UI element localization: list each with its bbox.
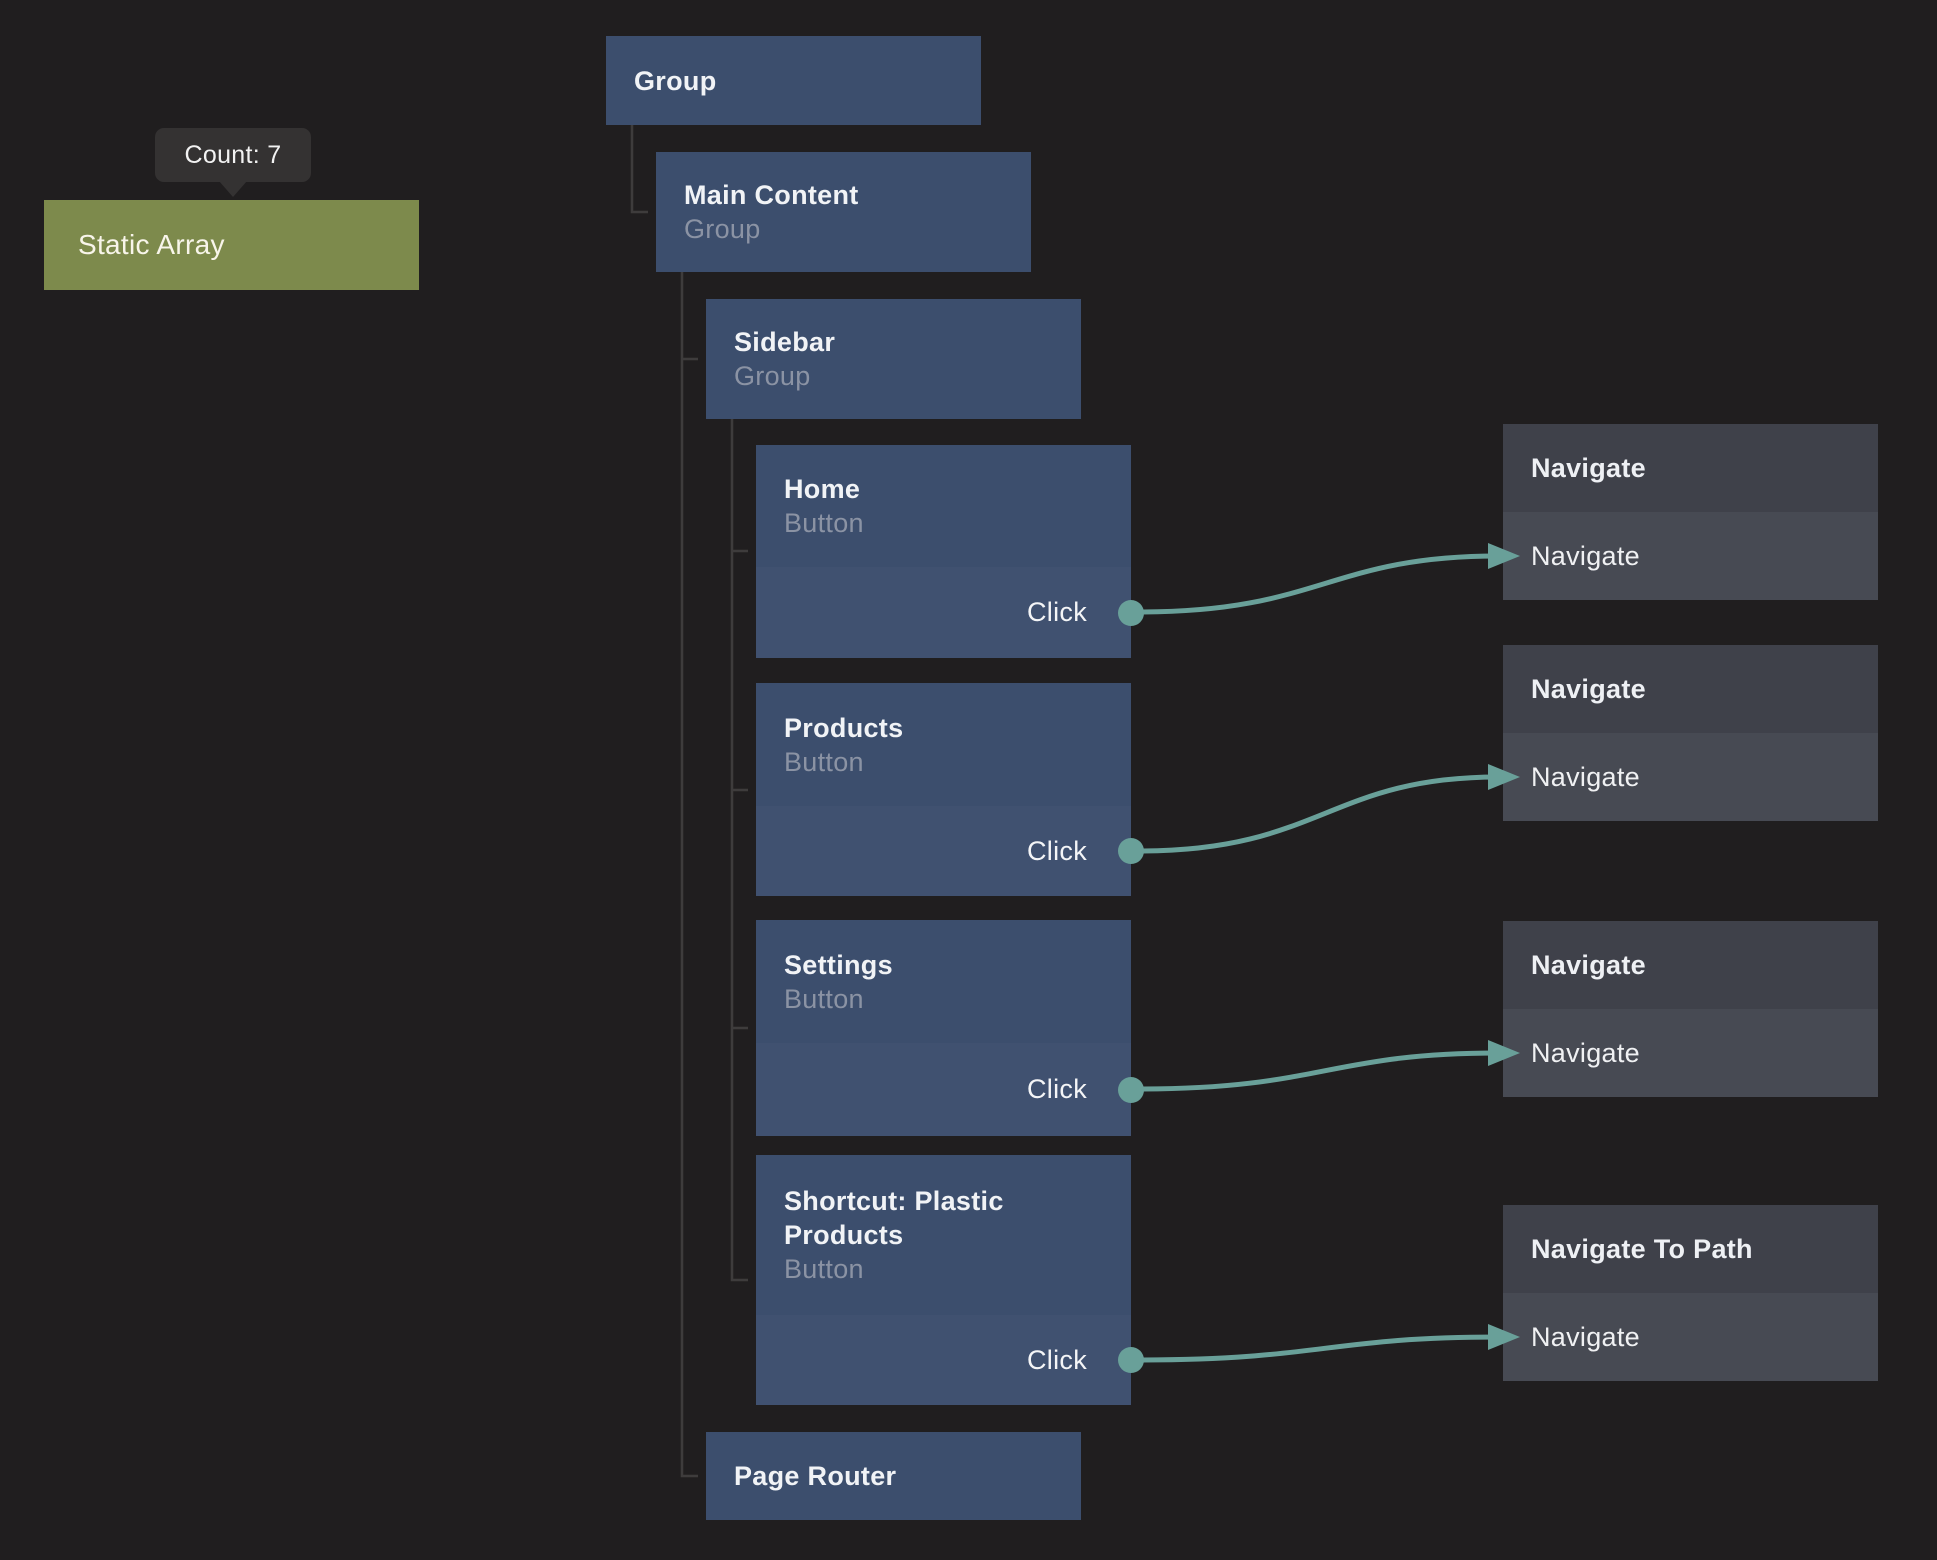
products-type: Button <box>784 746 864 777</box>
home-click-row: Click <box>756 567 1144 658</box>
edge-home-arrowhead <box>1488 543 1520 569</box>
shortcut-click-row: Click <box>756 1315 1144 1405</box>
node-settings-button[interactable]: Settings Button Click <box>756 920 1144 1136</box>
navigate-products-title: Navigate <box>1531 673 1646 704</box>
products-click-port[interactable] <box>1118 838 1144 864</box>
main-content-header: Main Content Group <box>656 152 1031 272</box>
navigate-settings-header: Navigate <box>1503 921 1878 1009</box>
node-main-content[interactable]: Main Content Group <box>656 152 1031 272</box>
settings-click-label: Click <box>1027 1074 1087 1104</box>
home-title: Home <box>784 474 861 504</box>
node-home-button[interactable]: Home Button Click <box>756 445 1144 658</box>
settings-click-row: Click <box>756 1043 1144 1136</box>
navigate-home-title: Navigate <box>1531 452 1646 483</box>
main-content-type: Group <box>684 214 761 244</box>
sidebar-title: Sidebar <box>734 327 836 357</box>
static-array-title: Static Array <box>78 229 225 260</box>
edge-products-arrowhead <box>1488 764 1520 790</box>
navigate-home-header: Navigate <box>1503 424 1878 512</box>
navigate-to-path-title: Navigate To Path <box>1531 1233 1753 1264</box>
sidebar-type: Group <box>734 361 811 391</box>
edge-settings-click-to-navigate[interactable] <box>1139 1050 1499 1092</box>
settings-title: Settings <box>784 949 893 980</box>
navigate-products-input-label: Navigate <box>1531 761 1640 792</box>
home-click-port[interactable] <box>1118 599 1144 626</box>
navigate-settings-title: Navigate <box>1531 949 1646 980</box>
shortcut-click-port[interactable] <box>1118 1347 1144 1373</box>
products-title: Products <box>784 712 904 743</box>
node-navigate-home[interactable]: Navigate Navigate <box>1503 424 1878 600</box>
shortcut-click-label: Click <box>1027 1344 1087 1375</box>
page-router-header: Page Router <box>706 1432 1081 1520</box>
tree-connector-sidebar-shortcut <box>730 419 748 1282</box>
home-header: Home Button <box>756 445 1131 567</box>
navigate-home-input-label: Navigate <box>1531 540 1640 571</box>
count-tooltip-text: Count: 7 <box>184 140 282 169</box>
navigate-products-input-row[interactable]: Navigate <box>1503 733 1878 821</box>
settings-type: Button <box>784 983 864 1014</box>
group-header: Group <box>606 36 981 125</box>
page-router-title: Page Router <box>734 1461 897 1491</box>
tooltip-pointer <box>219 181 247 197</box>
home-click-label: Click <box>1027 597 1087 627</box>
node-page-router[interactable]: Page Router <box>706 1432 1081 1520</box>
products-click-label: Click <box>1027 835 1087 866</box>
count-tooltip: Count: 7 <box>155 128 311 197</box>
tree-connector-group-maincontent <box>630 125 648 214</box>
navigate-to-path-input-label: Navigate <box>1531 1321 1640 1352</box>
shortcut-type: Button <box>784 1254 864 1284</box>
node-navigate-to-path[interactable]: Navigate To Path Navigate <box>1503 1205 1878 1381</box>
navigate-settings-input-row[interactable]: Navigate <box>1503 1009 1878 1097</box>
settings-header: Settings Button <box>756 920 1131 1043</box>
shortcut-header: Shortcut: Plastic Products Button <box>756 1155 1131 1315</box>
navigate-home-input-row[interactable]: Navigate <box>1503 512 1878 600</box>
products-header: Products Button <box>756 683 1131 806</box>
shortcut-title: Shortcut: Plastic Products <box>784 1186 1004 1250</box>
navigate-products-header: Navigate <box>1503 645 1878 733</box>
node-navigate-products[interactable]: Navigate Navigate <box>1503 645 1878 821</box>
edge-home-click-to-navigate[interactable] <box>1139 553 1499 615</box>
settings-click-port[interactable] <box>1118 1076 1144 1103</box>
edge-settings-arrowhead <box>1488 1040 1520 1066</box>
node-static-array[interactable]: Static Array <box>44 200 419 290</box>
node-group[interactable]: Group <box>606 36 981 125</box>
navigate-settings-input-label: Navigate <box>1531 1037 1640 1068</box>
group-title: Group <box>634 65 717 96</box>
sidebar-header: Sidebar Group <box>706 299 1081 419</box>
navigate-to-path-input-row[interactable]: Navigate <box>1503 1293 1878 1381</box>
products-click-row: Click <box>756 806 1144 896</box>
node-shortcut-button[interactable]: Shortcut: Plastic Products Button Click <box>756 1155 1144 1405</box>
navigate-to-path-header: Navigate To Path <box>1503 1205 1878 1293</box>
node-sidebar[interactable]: Sidebar Group <box>706 299 1081 419</box>
home-type: Button <box>784 508 864 538</box>
edge-shortcut-click-to-navigate-to-path[interactable] <box>1139 1334 1499 1363</box>
node-navigate-settings[interactable]: Navigate Navigate <box>1503 921 1878 1097</box>
edge-products-click-to-navigate[interactable] <box>1139 774 1499 854</box>
edge-shortcut-arrowhead <box>1488 1324 1520 1350</box>
node-products-button[interactable]: Products Button Click <box>756 683 1144 896</box>
tree-connector-maincontent-pagerouter <box>680 272 698 1478</box>
main-content-title: Main Content <box>684 180 859 210</box>
